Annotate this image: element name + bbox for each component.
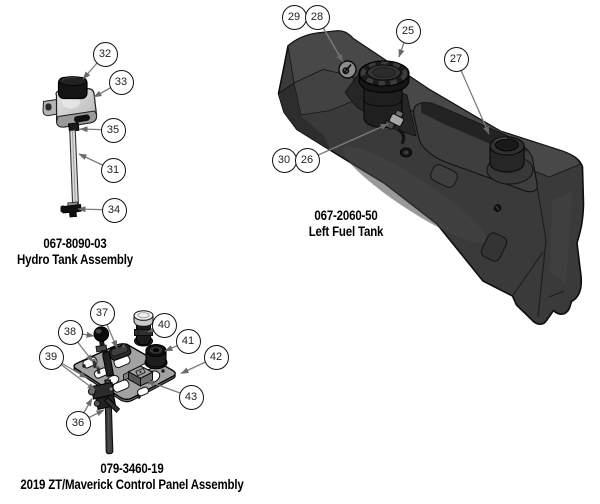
control-panel-caption: 079-3460-19 2019 ZT/Maverick Control Pan… — [13, 461, 251, 493]
callout-26: 26 — [294, 147, 320, 173]
callout-27: 27 — [443, 46, 469, 72]
callout-42: 42 — [203, 344, 229, 370]
control-panel-drawing — [73, 310, 176, 455]
callout-38: 38 — [57, 319, 83, 345]
fuel-tank-caption: 067-2060-50 Left Fuel Tank — [227, 208, 465, 240]
fuel-sender-boss — [489, 136, 525, 173]
panel-assembly-name: 2019 ZT/Maverick Control Panel Assembly — [20, 477, 244, 492]
ignition-switch — [133, 310, 154, 347]
callout-39: 39 — [38, 344, 64, 370]
panel-part-number: 079-3460-19 — [100, 461, 164, 476]
hydro-tank-caption: 067-8090-03 Hydro Tank Assembly — [0, 236, 194, 268]
hydro-part-number: 067-8090-03 — [43, 236, 107, 251]
rollover-vent — [338, 60, 357, 79]
hydro-tank-drawing — [42, 76, 98, 218]
callout-41: 41 — [175, 328, 201, 354]
fuel-valve-fitting — [384, 109, 406, 145]
fuel-part-number: 067-2060-50 — [314, 208, 378, 223]
switch-block — [123, 365, 154, 387]
callout-36: 36 — [65, 410, 91, 436]
power-outlet — [144, 343, 168, 370]
callout-33: 33 — [108, 69, 134, 95]
callout-34: 34 — [101, 197, 127, 223]
tank-neck — [67, 122, 80, 132]
callout-25: 25 — [395, 18, 421, 44]
fuel-tank-drawing — [277, 30, 585, 325]
fuel-assembly-name: Left Fuel Tank — [308, 224, 384, 239]
callout-31: 31 — [100, 157, 126, 183]
callout-32: 32 — [92, 41, 118, 67]
callout-28: 28 — [304, 4, 330, 30]
hydro-assembly-name: Hydro Tank Assembly — [16, 252, 134, 267]
callout-35: 35 — [100, 117, 126, 143]
callout-29: 29 — [281, 4, 307, 30]
callout-37: 37 — [89, 300, 115, 326]
callout-40: 40 — [151, 312, 177, 338]
tube-fitting — [60, 201, 82, 218]
lever-rod-assembly — [87, 379, 121, 455]
callout-43: 43 — [178, 384, 204, 410]
callout-30: 30 — [271, 147, 297, 173]
choke-knob — [93, 326, 110, 353]
